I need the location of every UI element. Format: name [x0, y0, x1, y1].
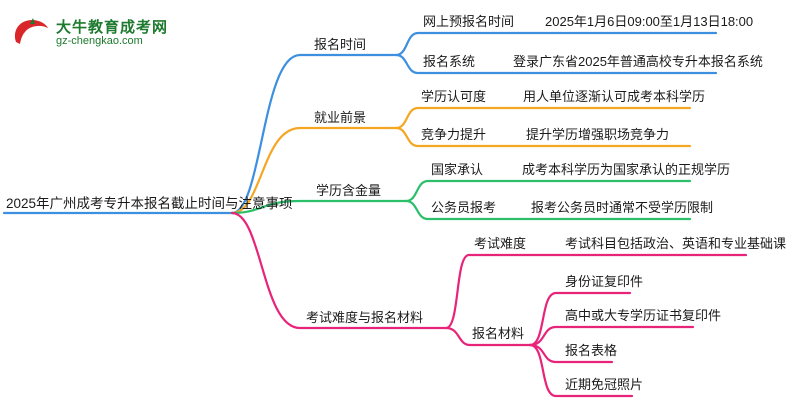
branch-4-label: 考试难度与报名材料 — [306, 310, 424, 325]
logo-badge-icon: 大牛 — [14, 18, 49, 44]
material-item-1: 身份证复印件 — [565, 274, 644, 289]
branch-2-label: 就业前景 — [314, 110, 367, 125]
connector-branch-4-child-1 — [444, 253, 748, 330]
site-logo: 大牛 大牛教育成考网 gz-chengkao.com — [6, 14, 176, 50]
connector-branch-1-child-2 — [394, 53, 718, 75]
connector-branch-3-child-2 — [404, 199, 692, 221]
branch-2-child-1-label: 学历认可度 — [421, 89, 487, 104]
branch-1-child-1-detail: 2025年1月6日09:00至1月13日18:00 — [545, 14, 754, 29]
branch-3-label: 学历含金量 — [316, 183, 382, 198]
connector-branch-3-child-1 — [404, 179, 692, 203]
connector-material-1 — [528, 291, 632, 347]
branch-2-child-2-label: 竞争力提升 — [421, 127, 487, 142]
branch-4-child-2-label: 报名材料 — [472, 326, 525, 341]
connector-branch-4-child-2 — [444, 326, 532, 347]
connector-branch-3 — [230, 199, 408, 215]
logo-badge-text: 大牛 — [23, 29, 45, 43]
connector-material-2 — [528, 325, 695, 347]
mind-map: 大牛 大牛教育成考网 gz-chengkao.com 2025年广州成考专升本报… — [2, 14, 786, 398]
connector-branch-2-child-1 — [394, 106, 692, 130]
branch-1-child-2-detail: 登录广东省2025年普通高校专升本报名系统 — [513, 54, 763, 69]
connector-branch-4 — [230, 211, 448, 330]
branch-1-label: 报名时间 — [314, 37, 367, 52]
connector-branch-1-child-1 — [394, 31, 718, 57]
connector-branch-2 — [230, 126, 398, 215]
root-topic: 2025年广州成考专升本报名截止时间与注意事项 — [6, 196, 293, 211]
branch-4-child-1-detail: 考试科目包括政治、英语和专业基础课 — [565, 236, 786, 251]
connector-branch-1 — [230, 53, 398, 215]
branch-2-child-1-detail: 用人单位逐渐认可成考本科学历 — [523, 89, 706, 104]
material-item-3: 报名表格 — [565, 343, 618, 358]
material-item-4: 近期免冠照片 — [565, 377, 644, 392]
branch-3-child-2-label: 公务员报考 — [431, 200, 497, 215]
material-item-2: 高中或大专学历证书复印件 — [565, 308, 722, 323]
logo-url: gz-chengkao.com — [56, 35, 143, 47]
connector-branch-2-child-2 — [394, 126, 692, 148]
branch-3-child-1-label: 国家承认 — [431, 162, 484, 177]
branch-1-child-1-label: 网上预报名时间 — [423, 14, 515, 29]
branch-2-child-2-detail: 提升学历增强职场竞争力 — [526, 127, 670, 142]
connector-material-4 — [528, 343, 634, 398]
connector-lines — [2, 31, 748, 398]
branch-1-child-2-label: 报名系统 — [423, 54, 476, 69]
branch-3-child-1-detail: 成考本科学历为国家承认的正规学历 — [522, 162, 731, 177]
logo-title: 大牛教育成考网 — [56, 19, 169, 36]
branch-4-child-1-label: 考试难度 — [474, 236, 527, 251]
branch-3-child-2-detail: 报考公务员时通常不受学历限制 — [531, 200, 714, 215]
